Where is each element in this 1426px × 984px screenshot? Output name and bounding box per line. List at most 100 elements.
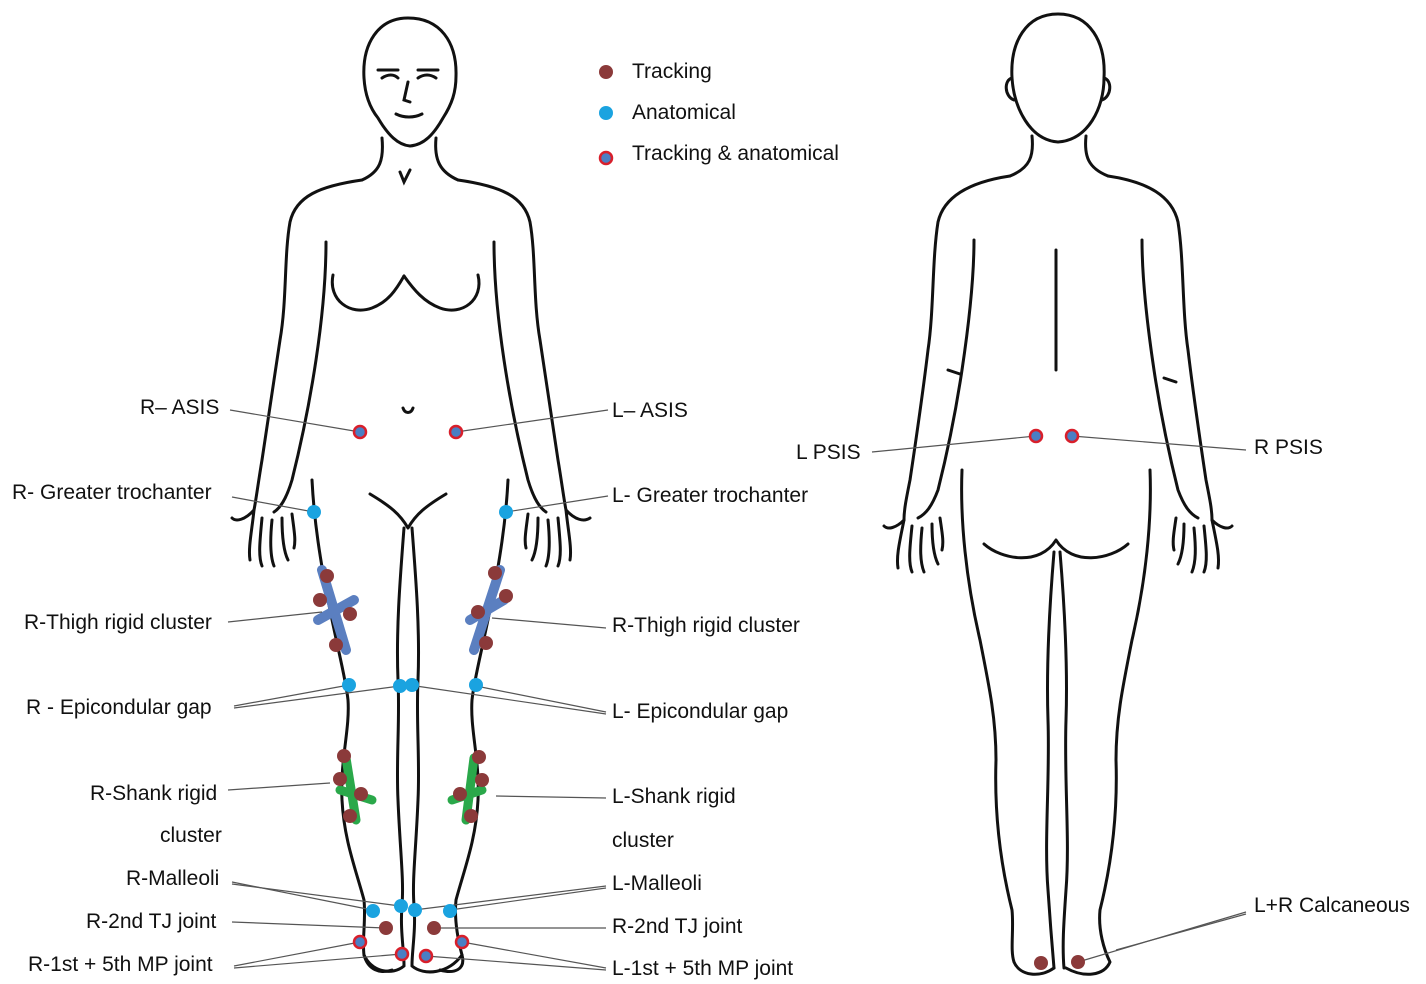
marker-r-epicondyle-med [393, 679, 407, 693]
back-left-hand [884, 518, 943, 572]
front-arm-left-inner [274, 242, 326, 512]
label-r-epicondular: R - Epicondular gap [26, 697, 212, 718]
label-calcaneous: L+R Calcaneous [1254, 895, 1410, 916]
back-elbow [948, 370, 960, 374]
marker-r-mp5 [396, 948, 408, 960]
label-r-thigh-cluster: R-Thigh rigid cluster [24, 612, 212, 633]
marker-r-shank-4 [343, 809, 357, 823]
marker-l-shank-2 [475, 773, 489, 787]
label-l-asis: L– ASIS [612, 400, 688, 421]
marker-r-malleolus-lat [366, 904, 380, 918]
marker-l-malleolus-lat [443, 904, 457, 918]
marker-r-epicondyle-lat [342, 678, 356, 692]
label-l-shank-line1: L-Shank rigid [612, 786, 736, 807]
back-neck [1086, 136, 1108, 176]
front-right-leg-inner [412, 528, 419, 965]
label-r-psis: R PSIS [1254, 437, 1323, 458]
label-r-shank-line1: R-Shank rigid [90, 783, 217, 804]
front-face [378, 70, 438, 182]
front-neck [362, 138, 382, 180]
marker-r-shank-3 [354, 787, 368, 801]
right-shank-cluster-shape [340, 758, 372, 820]
marker-r-calcaneous [1071, 955, 1085, 969]
marker-l-shank-3 [453, 787, 467, 801]
marker-l-mp1 [420, 950, 432, 962]
front-arm-right-inner [494, 242, 546, 512]
label-l-psis: L PSIS [796, 442, 861, 463]
marker-l-shank-1 [472, 750, 486, 764]
back-right-outline [1108, 176, 1212, 520]
label-l-shank-line2: cluster [612, 830, 674, 851]
marker-r-2nd-tj [379, 921, 393, 935]
back-buttocks [984, 540, 1128, 558]
legend-anatomical-swatch [599, 106, 613, 120]
label-l-2nd-tj: R-2nd TJ joint [612, 916, 742, 937]
marker-r-thigh-3 [343, 607, 357, 621]
marker-r-thigh-1 [320, 569, 334, 583]
label-r-greater-trochanter: R- Greater trochanter [12, 482, 212, 503]
label-r-malleoli: R-Malleoli [126, 868, 219, 889]
label-l-malleoli: L-Malleoli [612, 873, 702, 894]
legend-anatomical-label: Anatomical [632, 101, 736, 124]
marker-l-thigh-1 [488, 566, 502, 580]
label-r-mp: R-1st + 5th MP joint [28, 954, 213, 975]
label-l-mp: L-1st + 5th MP joint [612, 958, 793, 979]
marker-r-thigh-4 [329, 638, 343, 652]
front-left-hand [232, 510, 295, 566]
back-elbow [1164, 378, 1176, 382]
legend-tracking-label: Tracking [632, 60, 712, 83]
front-neck [436, 138, 458, 180]
label-l-thigh-cluster: R-Thigh rigid cluster [612, 615, 800, 636]
marker-l-thigh-3 [471, 605, 485, 619]
marker-l-mp5 [456, 936, 468, 948]
back-left-leg-inner [1047, 552, 1054, 968]
label-l-greater-trochanter: L- Greater trochanter [612, 485, 808, 506]
marker-r-psis [1066, 430, 1078, 442]
marker-r-asis [354, 426, 366, 438]
marker-l-epicondyle-lat [469, 678, 483, 692]
legend: Tracking Anatomical Tracking & anatomica… [599, 60, 839, 165]
back-head [1012, 14, 1104, 142]
back-left-outline [904, 176, 1010, 520]
back-right-leg-inner [1060, 552, 1067, 968]
label-r-asis: R– ASIS [140, 397, 219, 418]
front-chest [332, 275, 404, 310]
back-neck [1010, 136, 1032, 176]
marker-l-greater-trochanter [499, 505, 513, 519]
front-head [364, 18, 456, 146]
front-body-figure [232, 18, 590, 972]
front-torso-left-outline [254, 180, 362, 510]
back-right-leg-outer [1066, 470, 1150, 974]
back-right-hand [1173, 518, 1232, 572]
marker-l-asis [450, 426, 462, 438]
legend-both-label: Tracking & anatomical [632, 142, 839, 165]
back-body-figure [884, 14, 1232, 974]
back-left-leg-outer [962, 470, 1054, 974]
marker-r-shank-1 [337, 749, 351, 763]
front-torso-right-outline [458, 180, 566, 510]
marker-r-malleolus-med [394, 899, 408, 913]
front-crotch [370, 494, 446, 528]
marker-l-psis [1030, 430, 1042, 442]
marker-l-calcaneous [1034, 956, 1048, 970]
front-chest [404, 275, 479, 310]
legend-tracking-swatch [599, 65, 613, 79]
marker-l-thigh-4 [479, 636, 493, 650]
marker-r-mp1 [354, 936, 366, 948]
marker-l-2nd-tj [427, 921, 441, 935]
front-right-leg-outer [440, 480, 508, 971]
label-l-epicondular: L- Epicondular gap [612, 701, 788, 722]
label-r-2nd-tj: R-2nd TJ joint [86, 911, 216, 932]
marker-r-shank-2 [333, 772, 347, 786]
marker-l-thigh-2 [499, 589, 513, 603]
front-navel [403, 408, 413, 413]
back-left-arm-inner [918, 240, 974, 518]
marker-l-shank-4 [464, 809, 478, 823]
marker-l-epicondyle-med [405, 678, 419, 692]
front-right-hand [525, 510, 590, 566]
marker-r-thigh-2 [313, 593, 327, 607]
label-r-shank-line2: cluster [160, 825, 222, 846]
marker-l-malleolus-med [408, 903, 422, 917]
front-left-leg-outer [312, 480, 392, 971]
marker-r-greater-trochanter [307, 505, 321, 519]
